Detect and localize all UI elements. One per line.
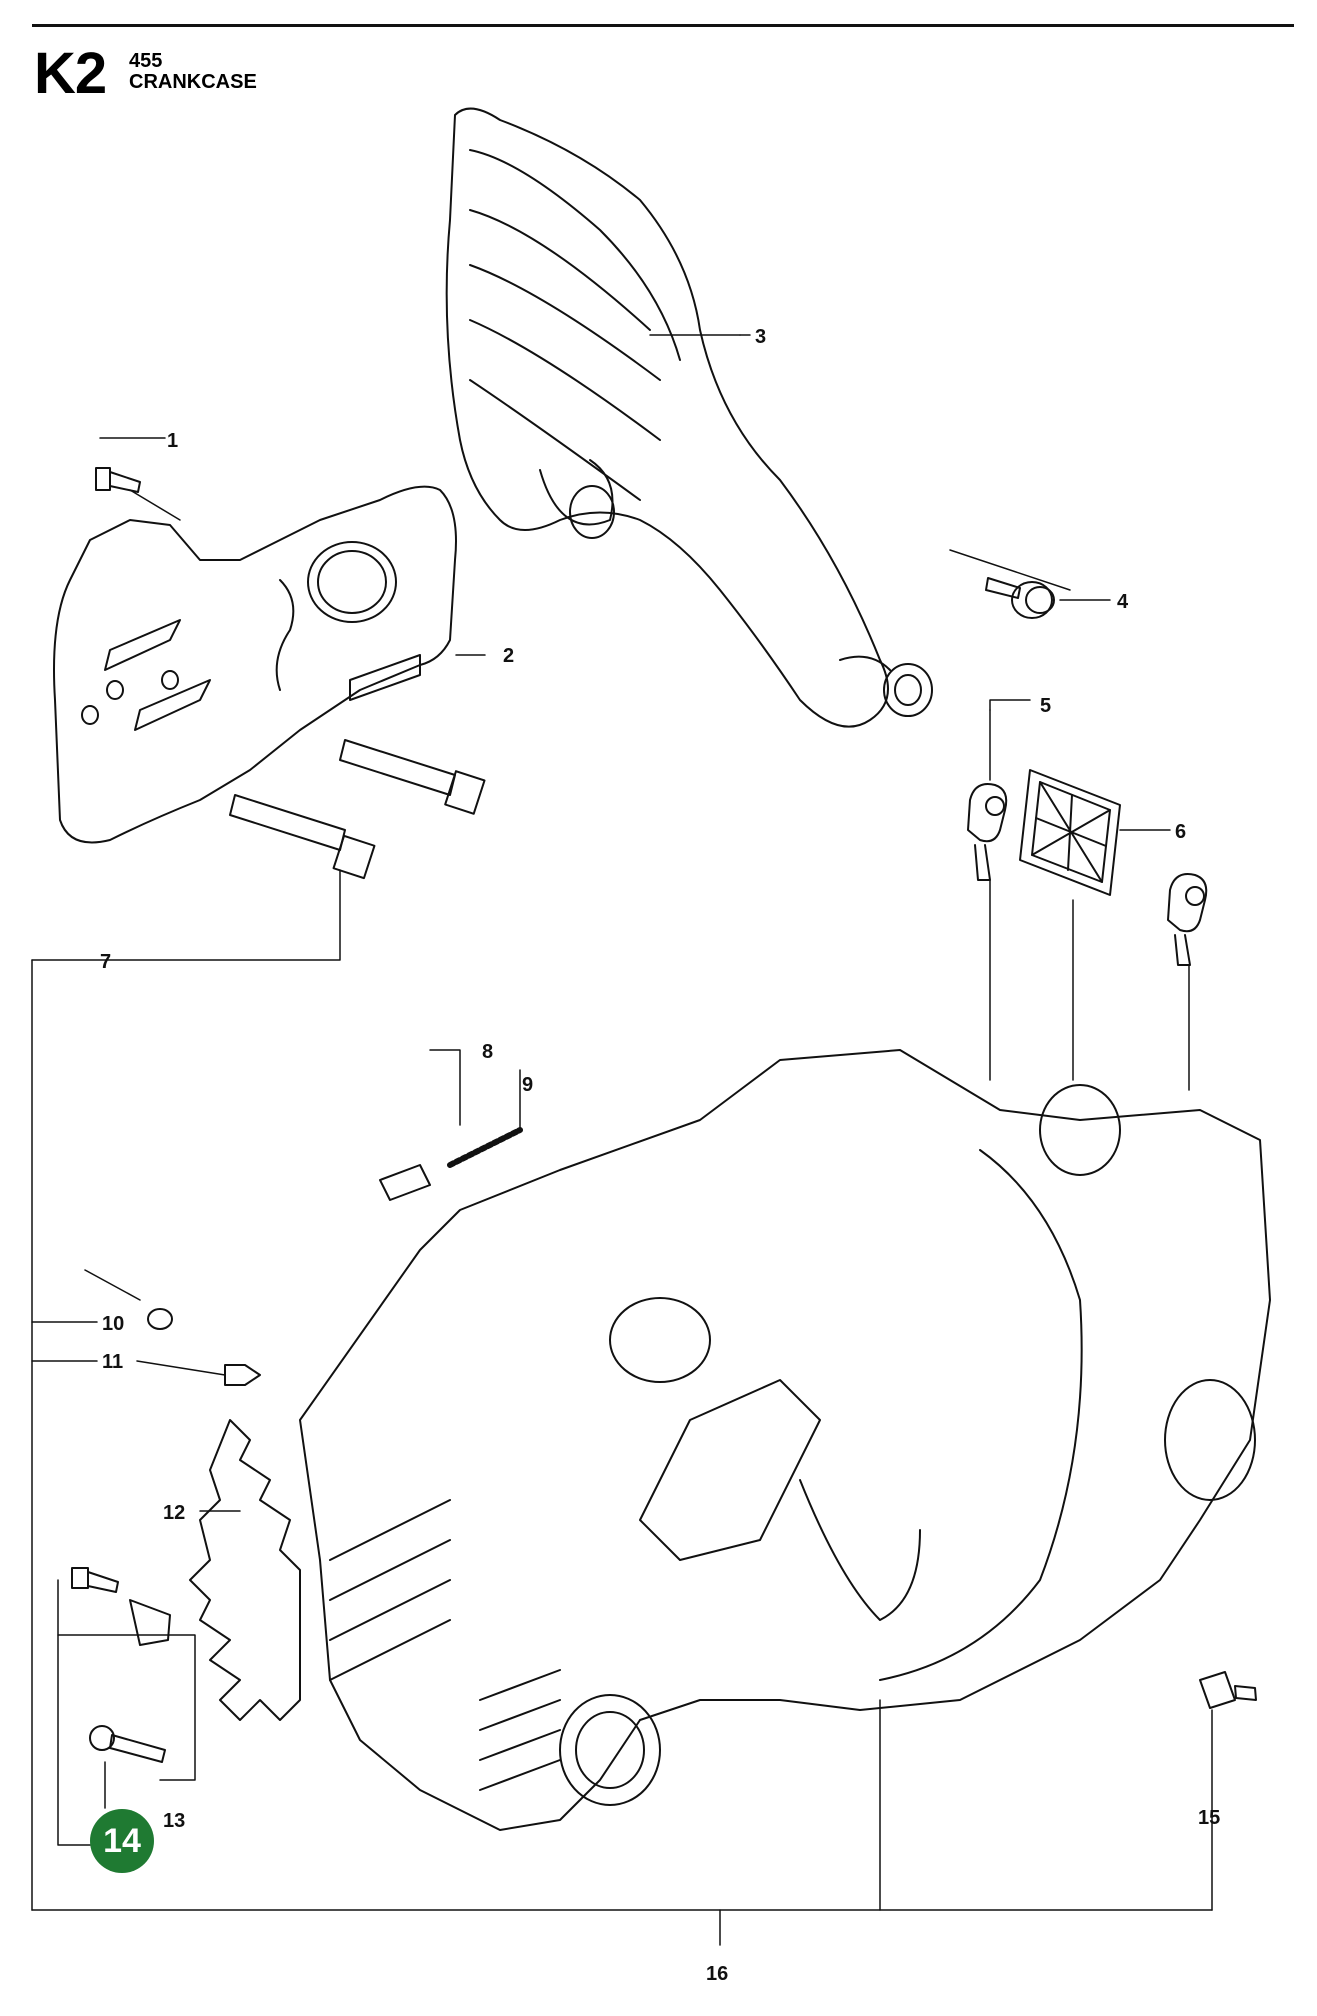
- plug-valve-drawing: [147, 1308, 261, 1386]
- label-13: 13: [163, 1810, 185, 1832]
- label-10: 10: [102, 1313, 124, 1335]
- screw-4-drawing: [985, 577, 1055, 619]
- damper-5-drawing: [967, 783, 1208, 966]
- filter-6-drawing: [1019, 769, 1121, 896]
- label-11: 11: [102, 1351, 123, 1373]
- leader-lines: [31, 334, 1213, 1946]
- label-8: 8: [482, 1041, 493, 1063]
- label-9: 9: [522, 1074, 533, 1096]
- section-code: K2: [34, 41, 107, 106]
- damper-15-drawing: [1199, 1671, 1257, 1709]
- header-rule: [32, 24, 1294, 27]
- label-5: 5: [1040, 695, 1051, 717]
- label-1: 1: [167, 430, 178, 452]
- crankcase-body-drawing: [299, 1049, 1271, 1831]
- page-title: CRANKCASE: [129, 71, 257, 93]
- label-15: 15: [1198, 1807, 1220, 1829]
- label-6: 6: [1175, 821, 1186, 843]
- screw-1-drawing: [95, 467, 141, 493]
- label-2: 2: [503, 645, 514, 667]
- label-4: 4: [1117, 591, 1129, 613]
- label-12: 12: [163, 1502, 185, 1524]
- screws-13-14-drawing: [71, 1567, 171, 1763]
- spring-parts-drawing: [379, 1127, 523, 1201]
- label-16: 16: [706, 1963, 728, 1985]
- label-7: 7: [100, 951, 111, 973]
- bar-bolts-drawing: [229, 739, 486, 880]
- guard-plate-drawing: [53, 485, 457, 844]
- rear-handle-drawing: [445, 107, 933, 728]
- highlighted-part-14-badge[interactable]: 14: [90, 1809, 154, 1873]
- label-3: 3: [755, 326, 766, 348]
- heat-shield-drawing: [189, 1419, 301, 1721]
- model-number: 455: [129, 50, 163, 72]
